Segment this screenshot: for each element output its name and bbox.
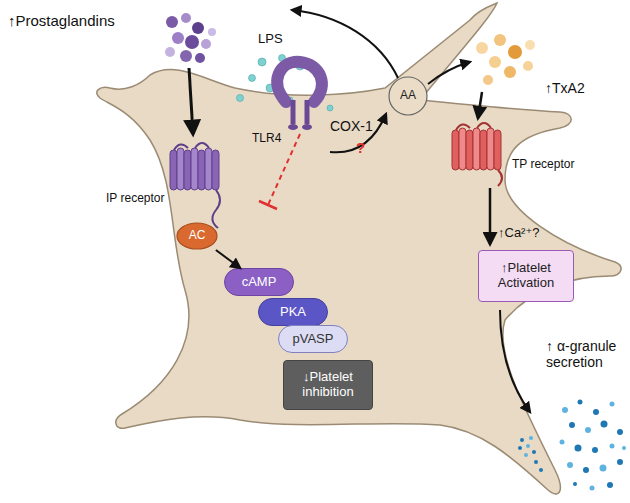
ip-receptor [170,143,220,228]
outcome-box: ↑Platelet Activation [478,250,574,302]
ellipse-shape [389,77,427,115]
aa-release-arrow [292,10,398,78]
annotation-label: ↑TxA2 [545,80,585,96]
txa2-arrow [478,92,482,118]
node-text: PKA [280,305,306,320]
annotation-label: COX-1 [330,118,373,134]
lps-dots [237,55,334,112]
metabolite-circle: AA [388,76,428,116]
prostaglandin-arrow [189,68,193,134]
annotation-label: TP receptor [512,158,574,172]
node-text: AC [189,229,206,243]
node-text: pVASP [293,332,334,347]
messenger-pill: cAMP [224,268,294,296]
annotation-label: TLR4 [252,132,281,146]
calcium-arrow [489,188,492,244]
annotation-label: IP receptor [106,192,164,206]
outcome-box: ↓Platelet inhibition [283,360,373,410]
node-text: AA [400,89,416,103]
annotation-label: ↑Prostaglandins [8,12,115,29]
enzyme-ellipse: AC [176,222,218,250]
tlr4-receptor [277,62,322,130]
annotation-label: LPS [258,32,283,47]
kinase-pill: PKA [258,298,328,326]
inhibition-bar [259,201,277,209]
granule-dots [518,400,626,491]
annotation-label: ↑Ca²⁺? [498,226,540,241]
tp-receptor [452,123,502,186]
node-text: ↑Platelet Activation [483,261,569,291]
annotation-label: ? [356,139,365,156]
platelet-body [97,3,621,494]
edge-arrow [216,250,240,268]
aa-txa2-arrow [428,62,470,84]
annotation-label: ↑ α-granule secretion [546,338,630,370]
node-text: ↓Platelet inhibition [288,370,368,400]
ellipse-shape [177,223,217,249]
secretion-arrow [500,310,530,412]
txa2-dots [476,34,535,85]
prostaglandin-dots [165,13,216,63]
protein-pill: pVASP [278,325,348,353]
node-text: cAMP [242,275,277,290]
